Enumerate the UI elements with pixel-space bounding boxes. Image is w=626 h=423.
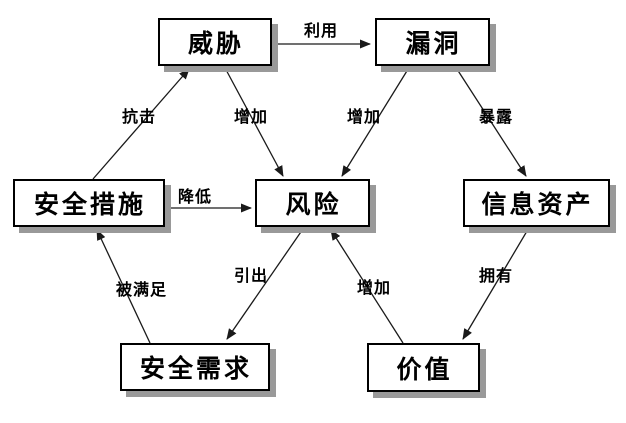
node-risk: 风险 <box>255 179 370 227</box>
node-threat-label: 威胁 <box>187 29 244 58</box>
node-security-requirement: 安全需求 <box>120 343 270 391</box>
node-vulnerability-label: 漏洞 <box>405 29 462 58</box>
edge-label-expose: 暴露 <box>479 107 514 126</box>
edge-label-increase-vulnerability-risk: 增加 <box>347 107 382 126</box>
edge-risk-derives-requirement <box>226 225 306 340</box>
edge-requirement-satisfied-by-safeguard <box>96 229 151 344</box>
edge-label-satisfied-by: 被满足 <box>116 280 168 299</box>
node-value-label: 价值 <box>396 354 453 384</box>
node-risk-label: 风险 <box>285 190 342 219</box>
edge-vulnerability-exposes-asset <box>454 65 527 177</box>
node-safeguard-label: 安全措施 <box>33 190 146 219</box>
node-threat: 威胁 <box>158 18 272 66</box>
edge-asset-owns-value <box>462 225 531 340</box>
node-vulnerability: 漏洞 <box>375 18 490 66</box>
edge-label-exploit: 利用 <box>304 21 339 40</box>
edge-label-increase-value-risk: 增加 <box>357 278 392 297</box>
edge-threat-increases-risk <box>223 65 284 177</box>
edge-label-derive: 引出 <box>234 266 269 285</box>
edge-safeguard-resists-threat <box>92 68 190 180</box>
node-information-asset: 信息资产 <box>463 179 610 227</box>
edge-label-own: 拥有 <box>479 266 514 285</box>
node-safeguard: 安全措施 <box>13 179 165 227</box>
edge-label-reduce: 降低 <box>178 187 213 206</box>
edge-value-increases-risk <box>330 229 404 344</box>
edge-vulnerability-increases-risk <box>341 65 411 177</box>
edge-label-resist: 抗击 <box>122 107 157 126</box>
edge-label-increase-threat-risk: 增加 <box>234 107 269 126</box>
node-value: 价值 <box>367 343 480 392</box>
node-security-requirement-label: 安全需求 <box>139 354 252 383</box>
node-information-asset-label: 信息资产 <box>481 190 594 219</box>
